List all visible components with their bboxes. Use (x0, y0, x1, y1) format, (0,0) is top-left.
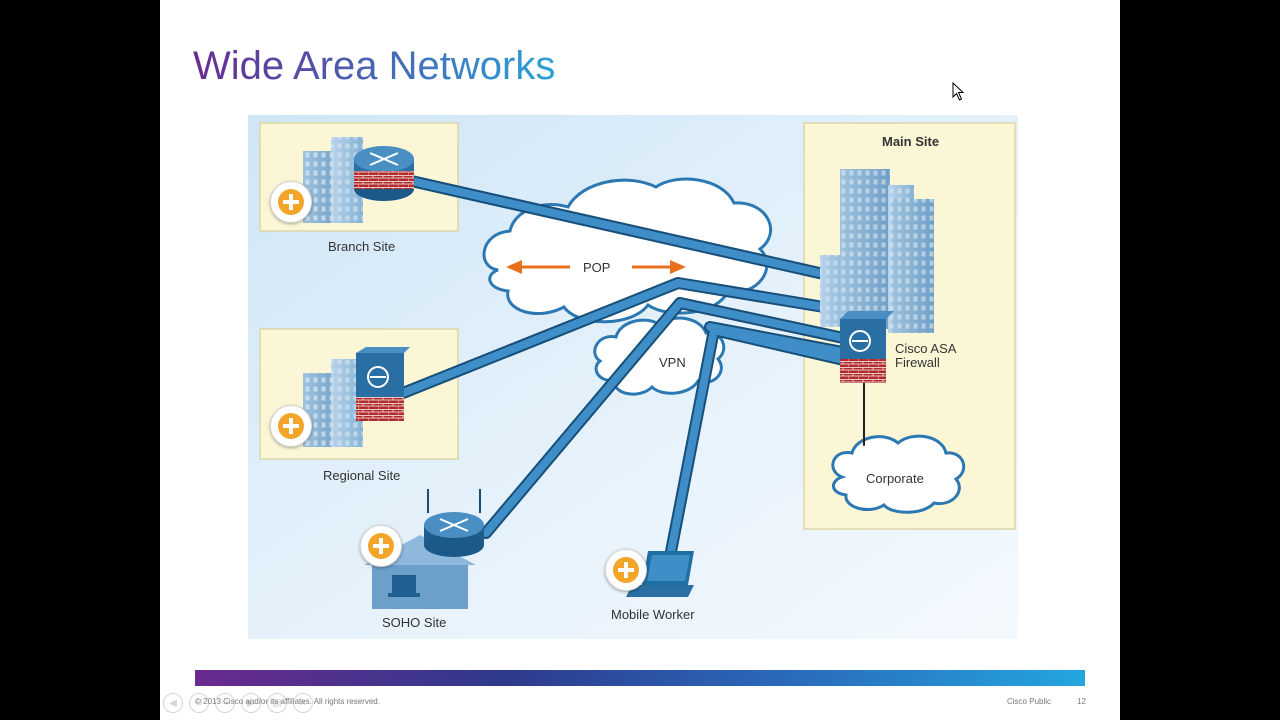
corporate-label: Corporate (866, 471, 924, 486)
next-icon[interactable]: ▶ (241, 693, 261, 713)
regional-site-label: Regional Site (323, 468, 401, 483)
vpn-label: VPN (659, 355, 686, 370)
wan-links (392, 172, 865, 573)
plus-icon (613, 557, 639, 583)
wan-diagram-graphic (248, 115, 1018, 639)
regional-building (303, 359, 363, 447)
page-number: 12 (1077, 697, 1086, 706)
firewall-label-line2: Firewall (895, 355, 940, 370)
mobile-worker-expand-button[interactable] (605, 549, 647, 591)
rewind-icon[interactable]: ↺ (189, 693, 209, 713)
footer-classification: Cisco Public (1007, 697, 1052, 706)
branch-router (354, 146, 414, 201)
plus-icon (368, 533, 394, 559)
main-site-buildings (820, 169, 934, 333)
close-icon[interactable]: ✕ (293, 693, 313, 713)
plus-icon (278, 189, 304, 215)
mobile-worker-label: Mobile Worker (611, 607, 695, 622)
main-site-label: Main Site (882, 134, 940, 149)
regional-site-expand-button[interactable] (270, 405, 312, 447)
firewall-label-line1: Cisco ASA (895, 341, 957, 356)
wan-diagram: Branch Site Regional Site SOHO Site Mobi… (248, 115, 1018, 639)
mobile-laptop (626, 551, 694, 597)
player-controls: ◀ ↺ ⇥ ▶ ▤ ✕ (163, 693, 313, 715)
soho-site-label: SOHO Site (382, 615, 447, 630)
pop-arrows (506, 260, 686, 274)
mouse-pointer-icon (952, 82, 965, 101)
asa-firewall (840, 311, 894, 383)
soho-house (364, 535, 476, 609)
slide: Wide Area Networks (160, 0, 1120, 720)
branch-site-expand-button[interactable] (270, 181, 312, 223)
vpn-cloud (593, 316, 726, 396)
footer-gradient-bar (195, 670, 1085, 686)
pop-label: POP (583, 260, 611, 275)
pages-icon[interactable]: ▤ (267, 693, 287, 713)
soho-site-expand-button[interactable] (360, 525, 402, 567)
corporate-cloud (831, 434, 966, 514)
slide-title: Wide Area Networks (193, 44, 556, 88)
footer-copyright: © 2013 Cisco and/or its affiliates. All … (195, 697, 380, 706)
soho-router (424, 489, 484, 557)
fast-forward-icon[interactable]: ⇥ (215, 693, 235, 713)
plus-icon (278, 413, 304, 439)
branch-site-label: Branch Site (328, 239, 396, 254)
regional-firewall (356, 347, 410, 421)
prev-icon[interactable]: ◀ (163, 693, 183, 713)
